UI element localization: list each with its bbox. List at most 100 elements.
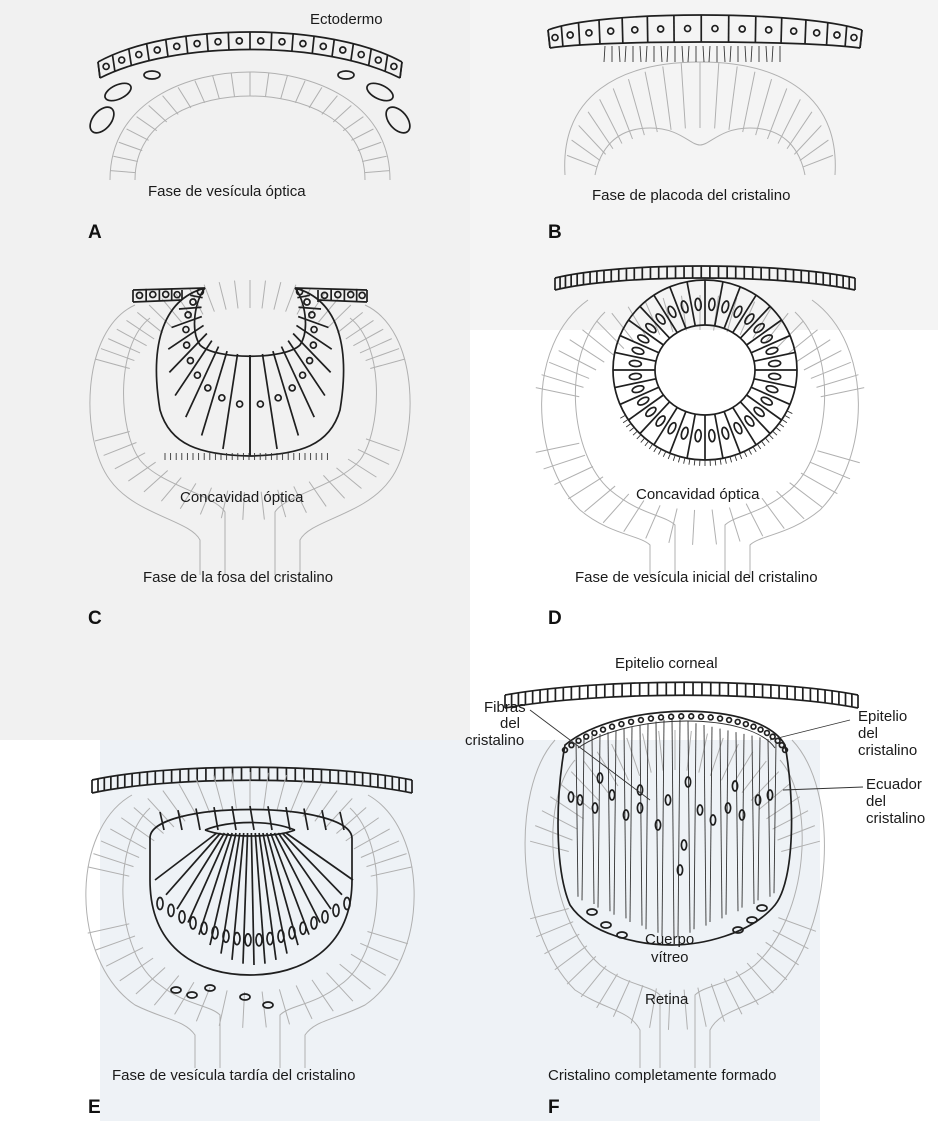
basal-tick xyxy=(725,458,726,464)
basal-tick xyxy=(633,431,637,435)
lens-epithelium-cell xyxy=(751,724,756,729)
lens-nucleus xyxy=(768,373,781,380)
basal-tick xyxy=(663,451,666,456)
lens-epithelium-cell xyxy=(699,714,704,719)
lens-epithelium-cell xyxy=(601,727,606,732)
placode-cell-wall xyxy=(805,20,806,44)
basal-tick xyxy=(769,435,773,439)
basal-tick xyxy=(668,453,670,459)
lens-epithelium-cell xyxy=(689,714,694,719)
panel-f-letter: F xyxy=(548,1097,560,1118)
panel-b-letter: B xyxy=(548,222,562,243)
optic-cup-ray xyxy=(790,483,822,507)
basal-tick xyxy=(776,427,781,431)
optic-cup-ray xyxy=(585,486,616,512)
lens-epithelium-cell xyxy=(765,731,770,736)
lens-epithelium-cell xyxy=(758,727,763,732)
label-cuerpo: Cuerpo xyxy=(645,931,694,948)
lens-nucleus xyxy=(760,333,773,344)
basal-tick xyxy=(623,419,628,422)
label-vitreo: vítreo xyxy=(651,949,689,966)
basal-tick xyxy=(740,453,742,459)
optic-cup-ray xyxy=(536,443,579,452)
lens-nucleus xyxy=(760,396,773,407)
label-fibras-del: del xyxy=(500,715,520,732)
optic-cup-ray xyxy=(777,491,805,519)
lens-nucleus xyxy=(768,360,781,367)
basal-tick xyxy=(749,449,752,454)
basal-tick xyxy=(757,444,760,449)
lens-nucleus xyxy=(631,385,644,394)
basal-tick xyxy=(658,449,661,454)
basal-tick xyxy=(735,455,737,461)
ectoderm-cell-wall xyxy=(228,32,229,49)
panel-e-caption: Fase de vesícula tardía del cristalino xyxy=(112,1067,355,1084)
basal-tick xyxy=(753,447,756,452)
basal-tick xyxy=(629,427,634,431)
lens-epithelium-cell xyxy=(679,714,684,719)
lens-cell xyxy=(687,414,695,458)
label-fibras: Fibras xyxy=(484,699,526,716)
basal-tick xyxy=(641,438,645,443)
lens-epithelium-cell xyxy=(727,718,732,723)
basal-tick xyxy=(761,441,765,446)
lens-epithelium-cell xyxy=(629,719,634,724)
optic-cup-ray xyxy=(729,507,740,541)
panel-d-letter: D xyxy=(548,608,562,629)
lens-nucleus xyxy=(631,346,644,355)
lens-nucleus xyxy=(708,429,715,442)
label-fibras-cristalino: cristalino xyxy=(465,732,524,749)
label-ecuador-cristalino: cristalino xyxy=(866,810,925,827)
label-epitelio-corneal: Epitelio corneal xyxy=(615,655,718,672)
panel-d-optic-cup xyxy=(536,295,864,575)
basal-tick xyxy=(620,415,625,418)
optic-cup-ray xyxy=(811,362,851,378)
lens-epithelium-cell xyxy=(592,731,597,736)
label-ecuador-del: del xyxy=(866,793,886,810)
lens-epithelium-cell xyxy=(770,734,775,739)
label-retina: Retina xyxy=(645,991,689,1008)
lens-nucleus xyxy=(629,360,642,367)
basal-tick xyxy=(785,415,790,418)
basal-tick xyxy=(689,459,690,465)
optic-cup-ray xyxy=(817,375,859,388)
optic-cup-ray xyxy=(693,510,695,545)
lens-epithelium-cell xyxy=(659,715,664,720)
optic-cup-ray xyxy=(810,462,850,478)
basal-tick xyxy=(678,457,680,463)
basal-tick xyxy=(649,444,652,449)
optic-cup-ray xyxy=(624,500,644,531)
lens-epithelium-cell xyxy=(735,719,740,724)
lens-nucleus xyxy=(637,333,650,344)
optic-cup-ray xyxy=(549,362,589,378)
placode-cell-wall xyxy=(622,18,623,43)
lens-epithelium-cell xyxy=(669,714,674,719)
label-epitelio-cristalino: cristalino xyxy=(858,742,917,759)
optic-cup-ray xyxy=(603,494,629,523)
label-ectodermo: Ectodermo xyxy=(310,11,383,28)
lens-epithelium-cell xyxy=(649,716,654,721)
lens-epithelium-cell xyxy=(708,715,713,720)
optic-cup-ray xyxy=(554,467,593,485)
panel-c-caption: Fase de la fosa del cristalino xyxy=(143,569,333,586)
basal-tick xyxy=(787,411,792,414)
panel-d-lens-vesicle xyxy=(613,280,797,466)
lens-epithelium-cell xyxy=(584,734,589,739)
panel-c-label-concavidad: Concavidad óptica xyxy=(180,489,304,506)
placode-cell-wall xyxy=(599,20,600,44)
basal-tick xyxy=(626,423,631,427)
basal-tick xyxy=(730,457,732,463)
panel-f-caption: Cristalino completamente formado xyxy=(548,1067,776,1084)
background-page-bottom xyxy=(100,740,820,1121)
lens-nucleus xyxy=(695,429,702,442)
lens-nucleus xyxy=(765,385,778,394)
optic-cup-ray xyxy=(801,473,837,494)
lens-epithelium-cell xyxy=(619,722,624,727)
lens-epithelium-cell xyxy=(718,716,723,721)
basal-tick xyxy=(694,459,695,465)
panel-f-cornea xyxy=(505,682,858,708)
label-epitelio: Epitelio xyxy=(858,708,907,725)
label-ecuador: Ecuador xyxy=(866,776,922,793)
optic-cup-ray xyxy=(568,477,603,499)
